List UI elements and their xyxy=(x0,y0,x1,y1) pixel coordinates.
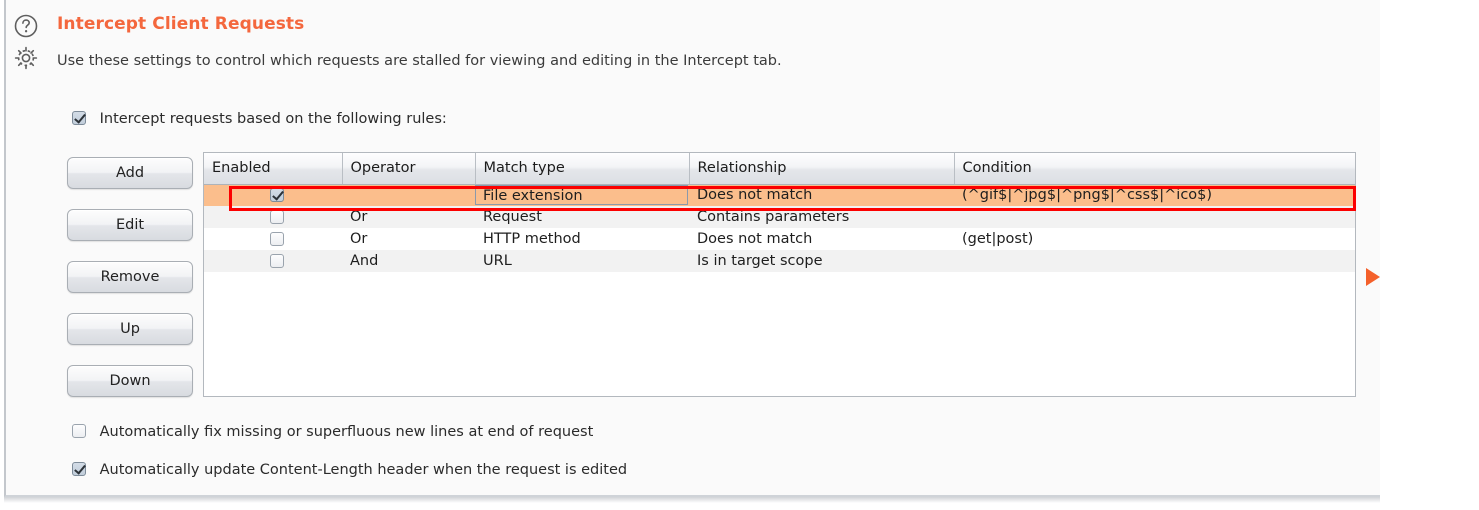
column-header-relationship[interactable]: Relationship xyxy=(689,153,955,185)
fix-newlines-checkbox-row[interactable]: Automatically fix missing or superfluous… xyxy=(72,424,593,440)
cell-condition[interactable]: (get|post) xyxy=(954,228,1355,250)
right-arrow-triangle-icon xyxy=(1366,268,1380,286)
cell-enabled[interactable] xyxy=(204,250,342,272)
add-button[interactable]: Add xyxy=(67,157,193,189)
intercept-rules-checkbox-row[interactable]: Intercept requests based on the followin… xyxy=(72,111,447,127)
edit-button[interactable]: Edit xyxy=(67,209,193,241)
column-header-operator[interactable]: Operator xyxy=(342,153,476,185)
page-title: Intercept Client Requests xyxy=(57,14,305,34)
fix-newlines-checkbox[interactable] xyxy=(72,424,86,438)
gear-icon[interactable] xyxy=(13,45,39,71)
table-row[interactable]: And URL Is in target scope xyxy=(204,250,1355,272)
remove-button[interactable]: Remove xyxy=(67,261,193,293)
table-header-row: Enabled Operator Match type Relationship… xyxy=(204,153,1355,185)
table-row[interactable]: Or HTTP method Does not match (get|post) xyxy=(204,228,1355,250)
intercept-rules-table[interactable]: Enabled Operator Match type Relationship… xyxy=(203,152,1356,397)
cell-enabled[interactable] xyxy=(204,206,342,228)
row-enabled-checkbox[interactable] xyxy=(270,232,284,246)
intercept-rules-label: Intercept requests based on the followin… xyxy=(99,111,447,127)
cell-match-type[interactable]: File extension xyxy=(475,184,689,206)
row-enabled-checkbox[interactable] xyxy=(270,188,284,203)
cell-relationship[interactable]: Does not match xyxy=(689,228,954,250)
cell-operator[interactable]: Or xyxy=(342,206,475,228)
cell-condition[interactable]: (^gif$|^jpg$|^png$|^css$|^ico$) xyxy=(954,184,1355,206)
icon-rail xyxy=(13,13,47,77)
page-subtitle: Use these settings to control which requ… xyxy=(57,53,782,69)
cell-operator[interactable] xyxy=(342,184,475,206)
cell-match-type[interactable]: Request xyxy=(475,206,689,228)
intercept-rules-checkbox[interactable] xyxy=(72,111,86,125)
down-button[interactable]: Down xyxy=(67,365,193,397)
question-mark-circle-icon[interactable] xyxy=(13,13,39,39)
fix-newlines-label: Automatically fix missing or superfluous… xyxy=(99,424,594,440)
row-enabled-checkbox[interactable] xyxy=(270,254,284,268)
column-header-enabled[interactable]: Enabled xyxy=(204,153,343,185)
cell-match-type[interactable]: URL xyxy=(475,250,689,272)
cell-enabled[interactable] xyxy=(204,228,342,250)
table-body: File extension Does not match (^gif$|^jp… xyxy=(204,184,1355,272)
update-content-length-checkbox-row[interactable]: Automatically update Content-Length head… xyxy=(72,462,627,478)
up-button[interactable]: Up xyxy=(67,313,193,345)
cell-enabled[interactable] xyxy=(204,184,342,206)
column-header-condition[interactable]: Condition xyxy=(954,153,1355,185)
table-row[interactable]: File extension Does not match (^gif$|^jp… xyxy=(204,184,1355,206)
cell-match-type-value: File extension xyxy=(475,185,688,206)
cell-relationship[interactable]: Contains parameters xyxy=(689,206,954,228)
cell-relationship[interactable]: Is in target scope xyxy=(689,250,954,272)
column-header-match-type[interactable]: Match type xyxy=(475,153,690,185)
panel-shadow xyxy=(4,497,1380,503)
cell-match-type[interactable]: HTTP method xyxy=(475,228,689,250)
row-enabled-checkbox[interactable] xyxy=(270,210,284,224)
cell-operator[interactable]: And xyxy=(342,250,475,272)
update-content-length-checkbox[interactable] xyxy=(72,462,86,476)
cell-condition[interactable] xyxy=(954,206,1355,228)
cell-relationship[interactable]: Does not match xyxy=(689,184,954,206)
cell-condition[interactable] xyxy=(954,250,1355,272)
cell-operator[interactable]: Or xyxy=(342,228,475,250)
update-content-length-label: Automatically update Content-Length head… xyxy=(99,462,628,478)
table-row[interactable]: Or Request Contains parameters xyxy=(204,206,1355,228)
